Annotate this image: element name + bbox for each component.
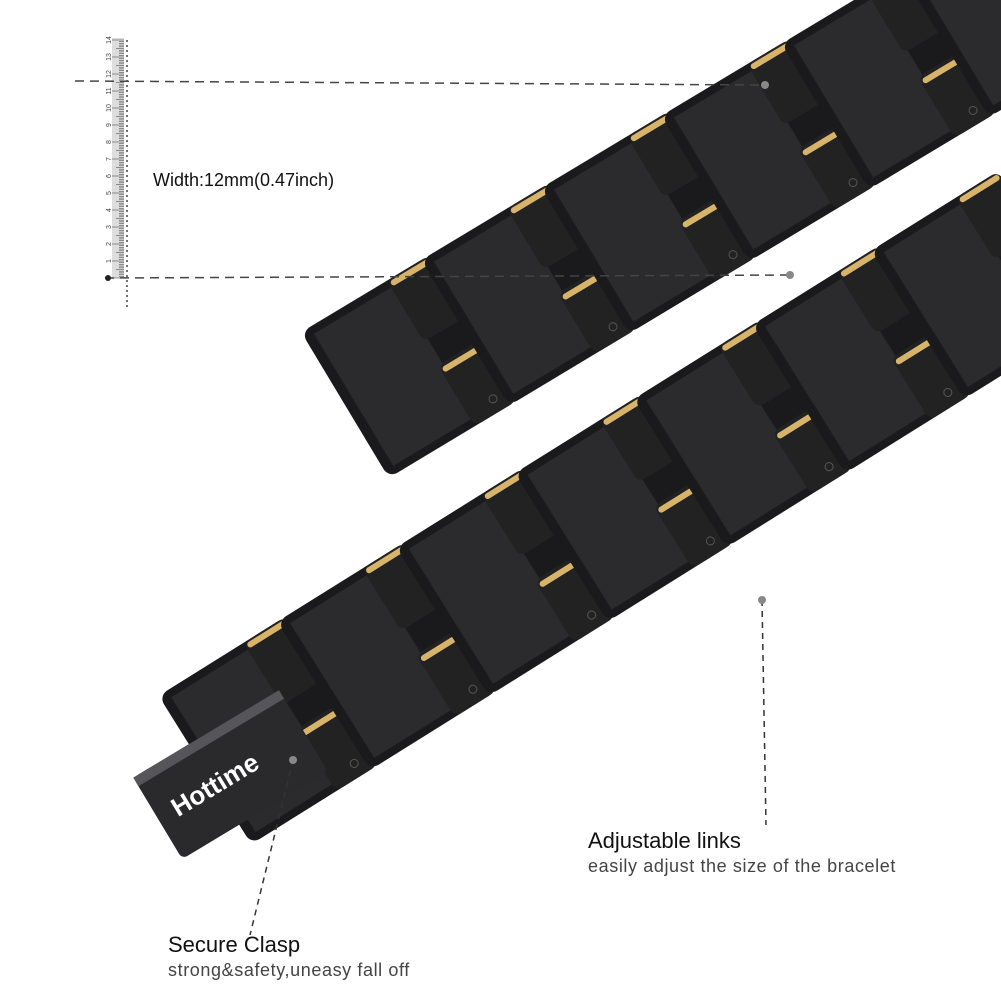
clasp-plate bbox=[135, 692, 326, 857]
width-measurement-label: Width:12mm(0.47inch) bbox=[153, 170, 335, 190]
measurement-lines bbox=[74, 40, 791, 310]
callout-dots bbox=[105, 81, 794, 764]
ruler-label: 11 bbox=[106, 87, 113, 94]
ruler-label: 4 bbox=[106, 208, 113, 212]
upper-bracelet-chain bbox=[304, 0, 1001, 475]
lower-bracelet-chain bbox=[162, 174, 1001, 841]
ruler-label: 1 bbox=[106, 259, 113, 263]
bracelet-link bbox=[874, 174, 1001, 396]
ruler-label: 14 bbox=[106, 36, 113, 44]
secure-clasp-title: Secure Clasp bbox=[168, 932, 301, 957]
secure-clasp-subtitle: strong&safety,uneasy fall off bbox=[168, 960, 410, 980]
ruler-label: 6 bbox=[106, 174, 113, 178]
ruler-label: 3 bbox=[106, 225, 113, 229]
clasp: Hottime bbox=[133, 690, 326, 857]
adjustable-links-subtitle: easily adjust the size of the bracelet bbox=[588, 856, 896, 876]
ruler-label: 9 bbox=[106, 123, 113, 127]
adjustable-links-title: Adjustable links bbox=[588, 828, 741, 853]
bracelet-link bbox=[904, 0, 1001, 114]
ruler-label: 2 bbox=[106, 242, 113, 246]
ruler-label: 12 bbox=[106, 70, 113, 78]
ruler-label: 7 bbox=[106, 157, 113, 161]
ruler-label: 8 bbox=[106, 140, 113, 144]
callout-lines bbox=[249, 599, 767, 936]
ruler-label: 5 bbox=[106, 191, 113, 195]
ruler-label: 13 bbox=[106, 53, 113, 61]
ruler-label: 10 bbox=[106, 104, 113, 112]
